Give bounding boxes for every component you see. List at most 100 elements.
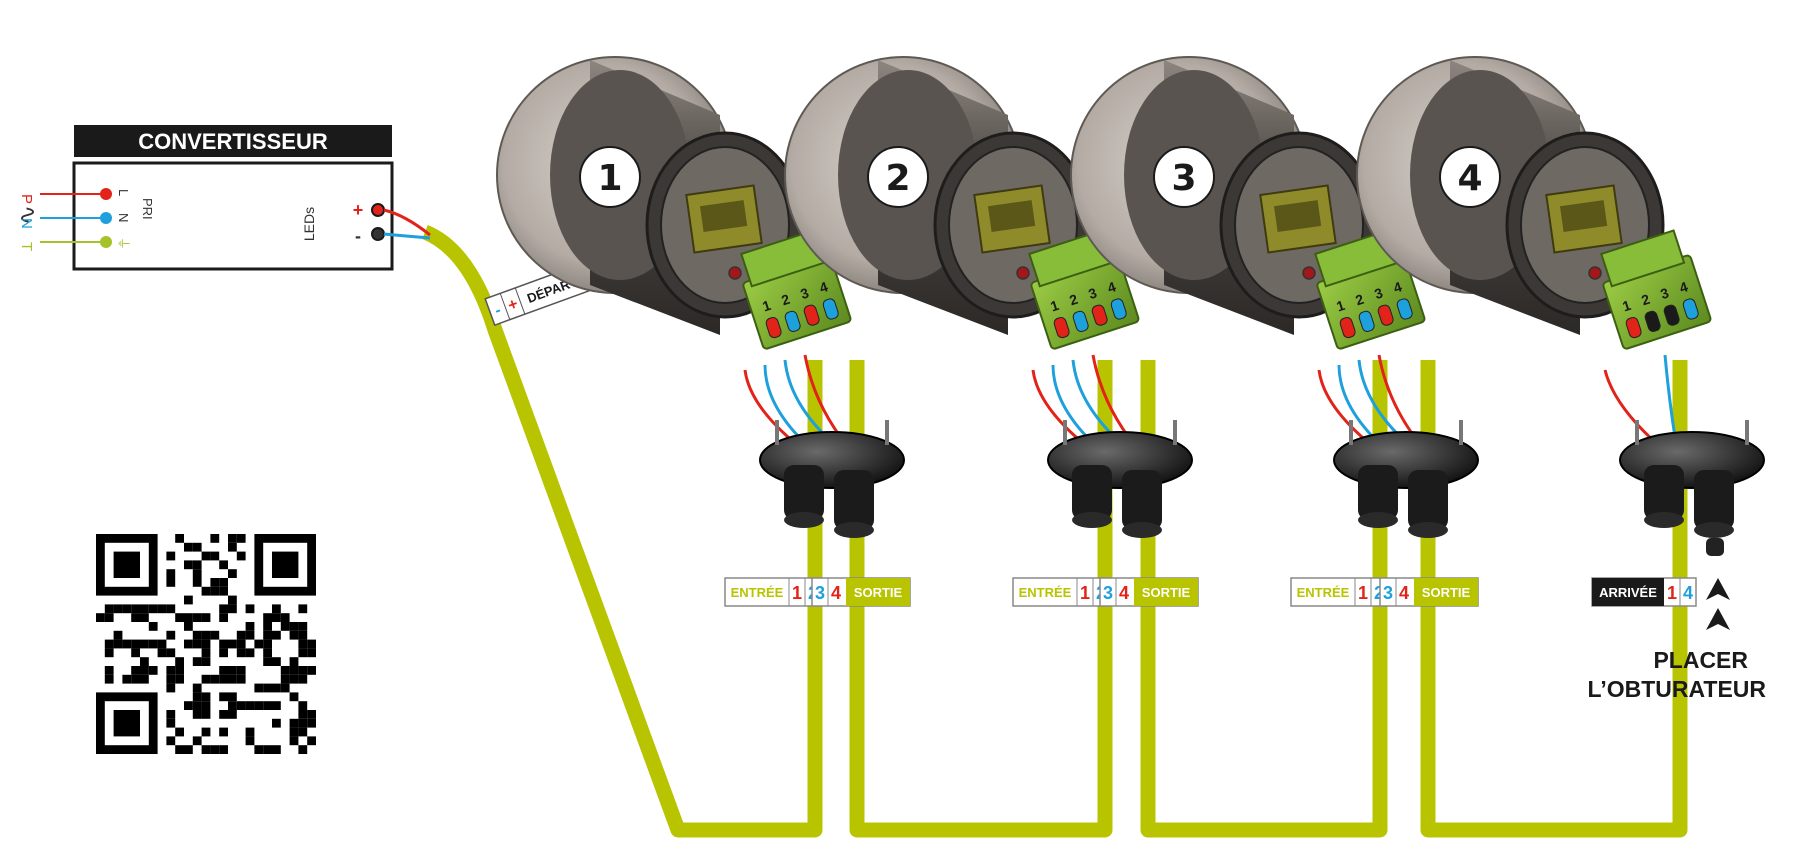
primary-label: PRI bbox=[140, 198, 155, 220]
qr-module bbox=[210, 534, 220, 543]
fixture-number: 4 bbox=[1457, 158, 1482, 199]
qr-finder-core bbox=[113, 710, 140, 737]
leds-label: LEDs bbox=[301, 207, 317, 241]
gland-right bbox=[1408, 470, 1448, 530]
gland-left bbox=[1358, 465, 1398, 520]
qr-module bbox=[280, 622, 290, 631]
qr-module bbox=[192, 569, 202, 578]
qr-module bbox=[210, 674, 220, 684]
qr-finder-core bbox=[272, 551, 299, 578]
qr-module bbox=[96, 613, 105, 622]
exit-tag-label: SORTIE bbox=[1422, 585, 1471, 600]
gland-left-end bbox=[1644, 512, 1684, 528]
qr-module bbox=[219, 604, 228, 614]
qr-module bbox=[166, 683, 176, 693]
qr-module bbox=[131, 666, 140, 675]
qr-module bbox=[175, 613, 184, 622]
qr-module bbox=[148, 604, 158, 614]
qr-module bbox=[263, 683, 272, 693]
qr-module bbox=[210, 551, 220, 561]
fixture-screw bbox=[728, 266, 742, 280]
qr-module bbox=[104, 613, 114, 622]
qr-module bbox=[272, 604, 281, 614]
up-arrow-icon bbox=[1706, 578, 1730, 600]
gland-left bbox=[784, 465, 824, 520]
neutral-terminal bbox=[100, 212, 112, 224]
exit-tag-pin-a: 3 bbox=[1103, 583, 1113, 603]
qr-module bbox=[201, 674, 211, 684]
qr-module bbox=[228, 604, 237, 614]
qr-module bbox=[307, 710, 316, 719]
qr-module bbox=[192, 578, 202, 587]
phase-out-label: L bbox=[116, 189, 131, 196]
qr-module bbox=[175, 657, 184, 666]
neutral-out-label: N bbox=[116, 213, 131, 222]
qr-module bbox=[175, 534, 184, 543]
entry-tag-label: ENTRÉE bbox=[731, 585, 784, 600]
led-minus-terminal bbox=[371, 227, 385, 241]
qr-module bbox=[263, 639, 272, 649]
qr-module bbox=[201, 551, 211, 561]
qr-module bbox=[228, 674, 237, 684]
qr-module bbox=[192, 692, 202, 702]
qr-module bbox=[307, 718, 316, 728]
pin-wire-end bbox=[1644, 310, 1661, 332]
gland-right-end bbox=[1122, 522, 1162, 538]
gland-base bbox=[1333, 431, 1479, 489]
qr-module bbox=[280, 666, 290, 675]
qr-module bbox=[166, 578, 176, 587]
qr-module bbox=[175, 674, 184, 684]
plug-note: PLACER L’OBTURATEUR bbox=[1588, 578, 1767, 702]
qr-module bbox=[289, 622, 299, 631]
exit-tag-fill bbox=[1134, 578, 1198, 606]
qr-module bbox=[104, 674, 114, 684]
qr-module bbox=[131, 648, 140, 658]
entry-tag-pin-a: 1 bbox=[1358, 583, 1368, 603]
qr-module bbox=[148, 622, 158, 631]
gland-left bbox=[1644, 465, 1684, 520]
qr-module bbox=[307, 648, 316, 658]
gland-base bbox=[759, 431, 905, 489]
entry-tag-label: ENTRÉE bbox=[1297, 585, 1350, 600]
gland-right-end bbox=[834, 522, 874, 538]
plug-top bbox=[1600, 229, 1686, 288]
qr-module bbox=[219, 710, 228, 719]
fixture-number: 3 bbox=[1171, 158, 1196, 199]
qr-module bbox=[272, 701, 281, 710]
gland-right bbox=[1694, 470, 1734, 530]
qr-module bbox=[201, 727, 211, 737]
led-minus-wire bbox=[383, 232, 431, 240]
gland-left bbox=[1072, 465, 1112, 520]
qr-module bbox=[201, 745, 211, 754]
qr-module bbox=[201, 692, 211, 702]
phase-terminal bbox=[100, 188, 112, 200]
qr-module bbox=[254, 639, 264, 649]
qr-module bbox=[113, 604, 123, 614]
arrival-tag-fill bbox=[1592, 578, 1664, 606]
qr-module bbox=[298, 727, 308, 737]
qr-module bbox=[254, 745, 264, 754]
qr-module bbox=[192, 701, 202, 710]
plug-note-line2: L’OBTURATEUR bbox=[1588, 676, 1767, 702]
qr-module bbox=[219, 648, 228, 658]
earth-out-label: ⏚ bbox=[116, 237, 131, 250]
qr-module bbox=[228, 569, 237, 578]
qr-module bbox=[219, 666, 228, 675]
gland-left-end bbox=[784, 512, 824, 528]
qr-module bbox=[157, 604, 167, 614]
qr-module bbox=[140, 666, 149, 675]
qr-module bbox=[192, 683, 202, 693]
qr-module bbox=[184, 560, 193, 570]
qr-module bbox=[166, 604, 176, 614]
qr-module bbox=[140, 639, 149, 649]
qr-module bbox=[219, 586, 228, 596]
qr-module bbox=[131, 613, 140, 622]
qr-module bbox=[298, 718, 308, 728]
qr-module bbox=[236, 551, 246, 561]
